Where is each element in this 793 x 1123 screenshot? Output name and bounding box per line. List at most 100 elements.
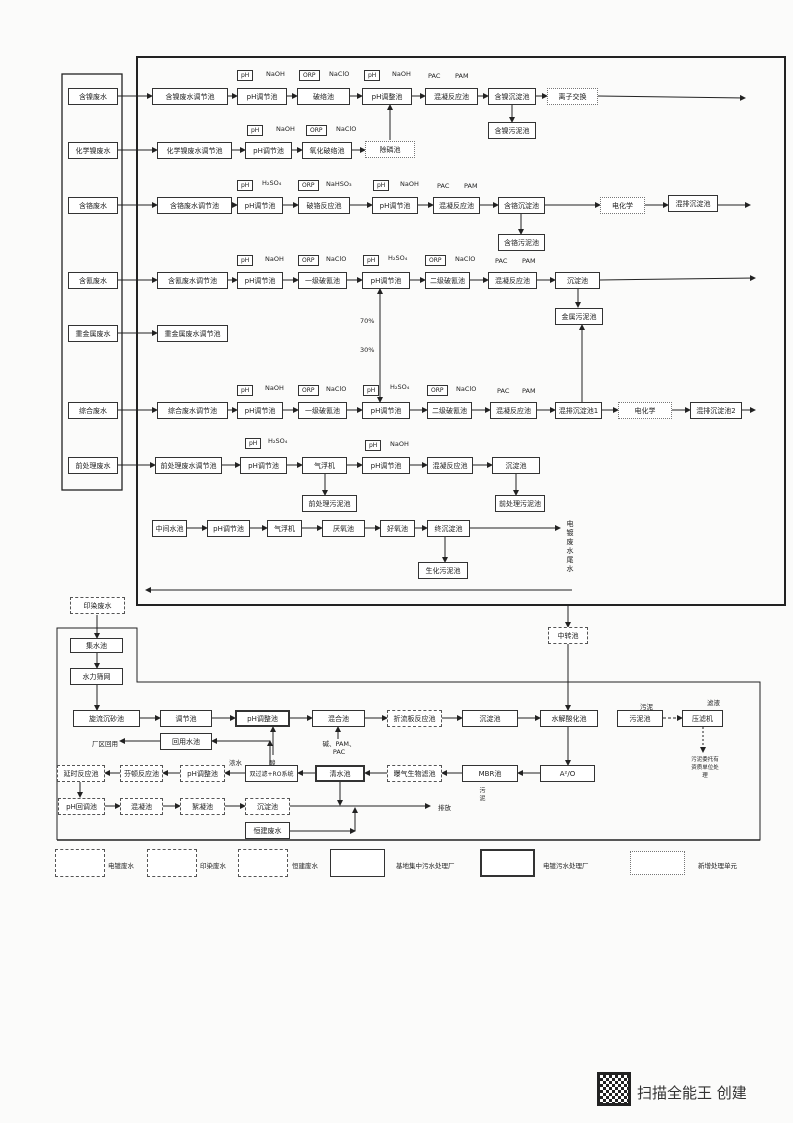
legend-label: 印染废水 — [200, 862, 226, 870]
unit: 恒建废水 — [245, 822, 290, 839]
source-nickel: 含镍废水 — [68, 88, 118, 105]
reagent: PAM — [455, 72, 469, 80]
unit: 含镍废水调节池 — [152, 88, 228, 105]
reagent: H₂SO₄ — [262, 179, 282, 187]
unit: 含氰废水调节池 — [157, 272, 228, 289]
legend-swatch — [480, 849, 535, 877]
unit: 混凝反应池 — [427, 457, 473, 474]
unit: 金属污泥池 — [555, 308, 603, 325]
unit-new: 延时反应池 — [57, 765, 105, 782]
ph-sensor: pH — [237, 385, 254, 396]
unit-new: 离子交换 — [547, 88, 598, 105]
label: 滤液 — [707, 699, 720, 707]
unit: pH调节池 — [372, 197, 418, 214]
reagent: PAM — [522, 387, 536, 395]
unit: 混排沉淀池2 — [690, 402, 742, 419]
unit: pH调整池 — [362, 88, 412, 105]
unit: 厌氧池 — [322, 520, 365, 537]
unit-new: 除磷池 — [365, 141, 415, 158]
unit-new: 沉淀池 — [245, 798, 290, 815]
unit: 沉淀池 — [555, 272, 600, 289]
unit: 化学镍废水调节池 — [157, 142, 232, 159]
unit: 混凝反应池 — [490, 402, 537, 419]
unit: 终沉淀池 — [427, 520, 470, 537]
legend-swatch — [238, 849, 288, 877]
orp-sensor: ORP — [306, 125, 327, 136]
unit: 水解酸化池 — [540, 710, 598, 727]
unit: 含镍污泥池 — [488, 122, 536, 139]
unit: 气浮机 — [267, 520, 302, 537]
reagent: NaClO — [326, 255, 347, 263]
reagent: NaOH — [265, 384, 284, 392]
unit-new: 折流板反应池 — [387, 710, 442, 727]
unit: 混排沉淀池 — [668, 195, 718, 212]
unit-dye-source: 印染废水 — [70, 597, 125, 614]
unit: pH调节池 — [207, 520, 250, 537]
unit: pH调节池 — [237, 402, 283, 419]
unit: 二级破氰池 — [427, 402, 472, 419]
unit-new: pH调整池 — [180, 765, 225, 782]
reagent: NaClO — [326, 385, 347, 393]
unit: 综合废水调节池 — [157, 402, 228, 419]
unit: 一级破氰池 — [298, 402, 347, 419]
unit: 调节池 — [160, 710, 212, 727]
source-heavy-metal: 重金属废水 — [68, 325, 118, 342]
source-chem-nickel: 化学镍废水 — [68, 142, 118, 159]
label: 污泥 — [640, 703, 653, 711]
scanner-watermark: 扫描全能王 创建 — [637, 1084, 747, 1102]
unit: pH调节池 — [237, 88, 287, 105]
unit: 破络池 — [297, 88, 350, 105]
ph-sensor: pH — [247, 125, 264, 136]
unit: 二级破氰池 — [425, 272, 470, 289]
legend-label: 基地集中污水处理厂 — [396, 862, 455, 870]
unit: 混凝反应池 — [425, 88, 478, 105]
unit: 氧化破络池 — [302, 142, 352, 159]
ph-sensor: pH — [363, 255, 380, 266]
reagent: PAC — [428, 72, 441, 80]
reagent: H₂SO₄ — [388, 254, 408, 262]
label: 碱、PAM、PAC — [318, 740, 360, 756]
label: 酸 — [269, 759, 276, 767]
source-chrome: 含铬废水 — [68, 197, 118, 214]
unit: 重金属废水调节池 — [157, 325, 228, 342]
unit: 混合池 — [312, 710, 365, 727]
reagent: PAM — [464, 182, 478, 190]
unit: 压滤机 — [682, 710, 723, 727]
unit-new: 曝气生物滤池 — [387, 765, 442, 782]
unit: 含铬污泥池 — [498, 234, 545, 251]
orp-sensor: ORP — [298, 180, 319, 191]
unit: pH调节池 — [362, 457, 410, 474]
reagent: NaClO — [336, 125, 357, 133]
reagent: H₂SO₄ — [268, 437, 288, 445]
unit: 污泥池 — [617, 710, 663, 727]
unit: 含铬废水调节池 — [157, 197, 232, 214]
orp-sensor: ORP — [299, 70, 320, 81]
unit: 气浮机 — [302, 457, 347, 474]
label: 污泥 — [478, 787, 485, 803]
reagent: NaClO — [329, 70, 350, 78]
reagent: H₂SO₄ — [390, 383, 410, 391]
unit: pH调节池 — [237, 197, 283, 214]
reagent: PAC — [497, 387, 510, 395]
qr-code-icon — [597, 1072, 631, 1106]
label: 排放 — [438, 804, 451, 812]
unit: 中间水池 — [152, 520, 187, 537]
legend-swatch — [330, 849, 385, 877]
unit-new: pH回调池 — [58, 798, 105, 815]
orp-sensor: ORP — [425, 255, 446, 266]
reagent: PAC — [437, 182, 450, 190]
legend-swatch — [55, 849, 105, 877]
unit: pH调节池 — [237, 272, 283, 289]
label: 污泥委托有资质单位处理 — [691, 757, 719, 779]
unit: 混凝反应池 — [433, 197, 480, 214]
legend-label: 新增处理单元 — [698, 862, 737, 870]
ph-sensor: pH — [363, 385, 380, 396]
unit: 沉淀池 — [492, 457, 540, 474]
reagent: NaClO — [455, 255, 476, 263]
source-composite: 综合废水 — [68, 402, 118, 419]
ph-sensor: pH — [237, 255, 254, 266]
reagent: NaOH — [390, 440, 409, 448]
tail-water-label: 电镀废水尾水 — [566, 520, 574, 574]
unit: 好氧池 — [380, 520, 415, 537]
